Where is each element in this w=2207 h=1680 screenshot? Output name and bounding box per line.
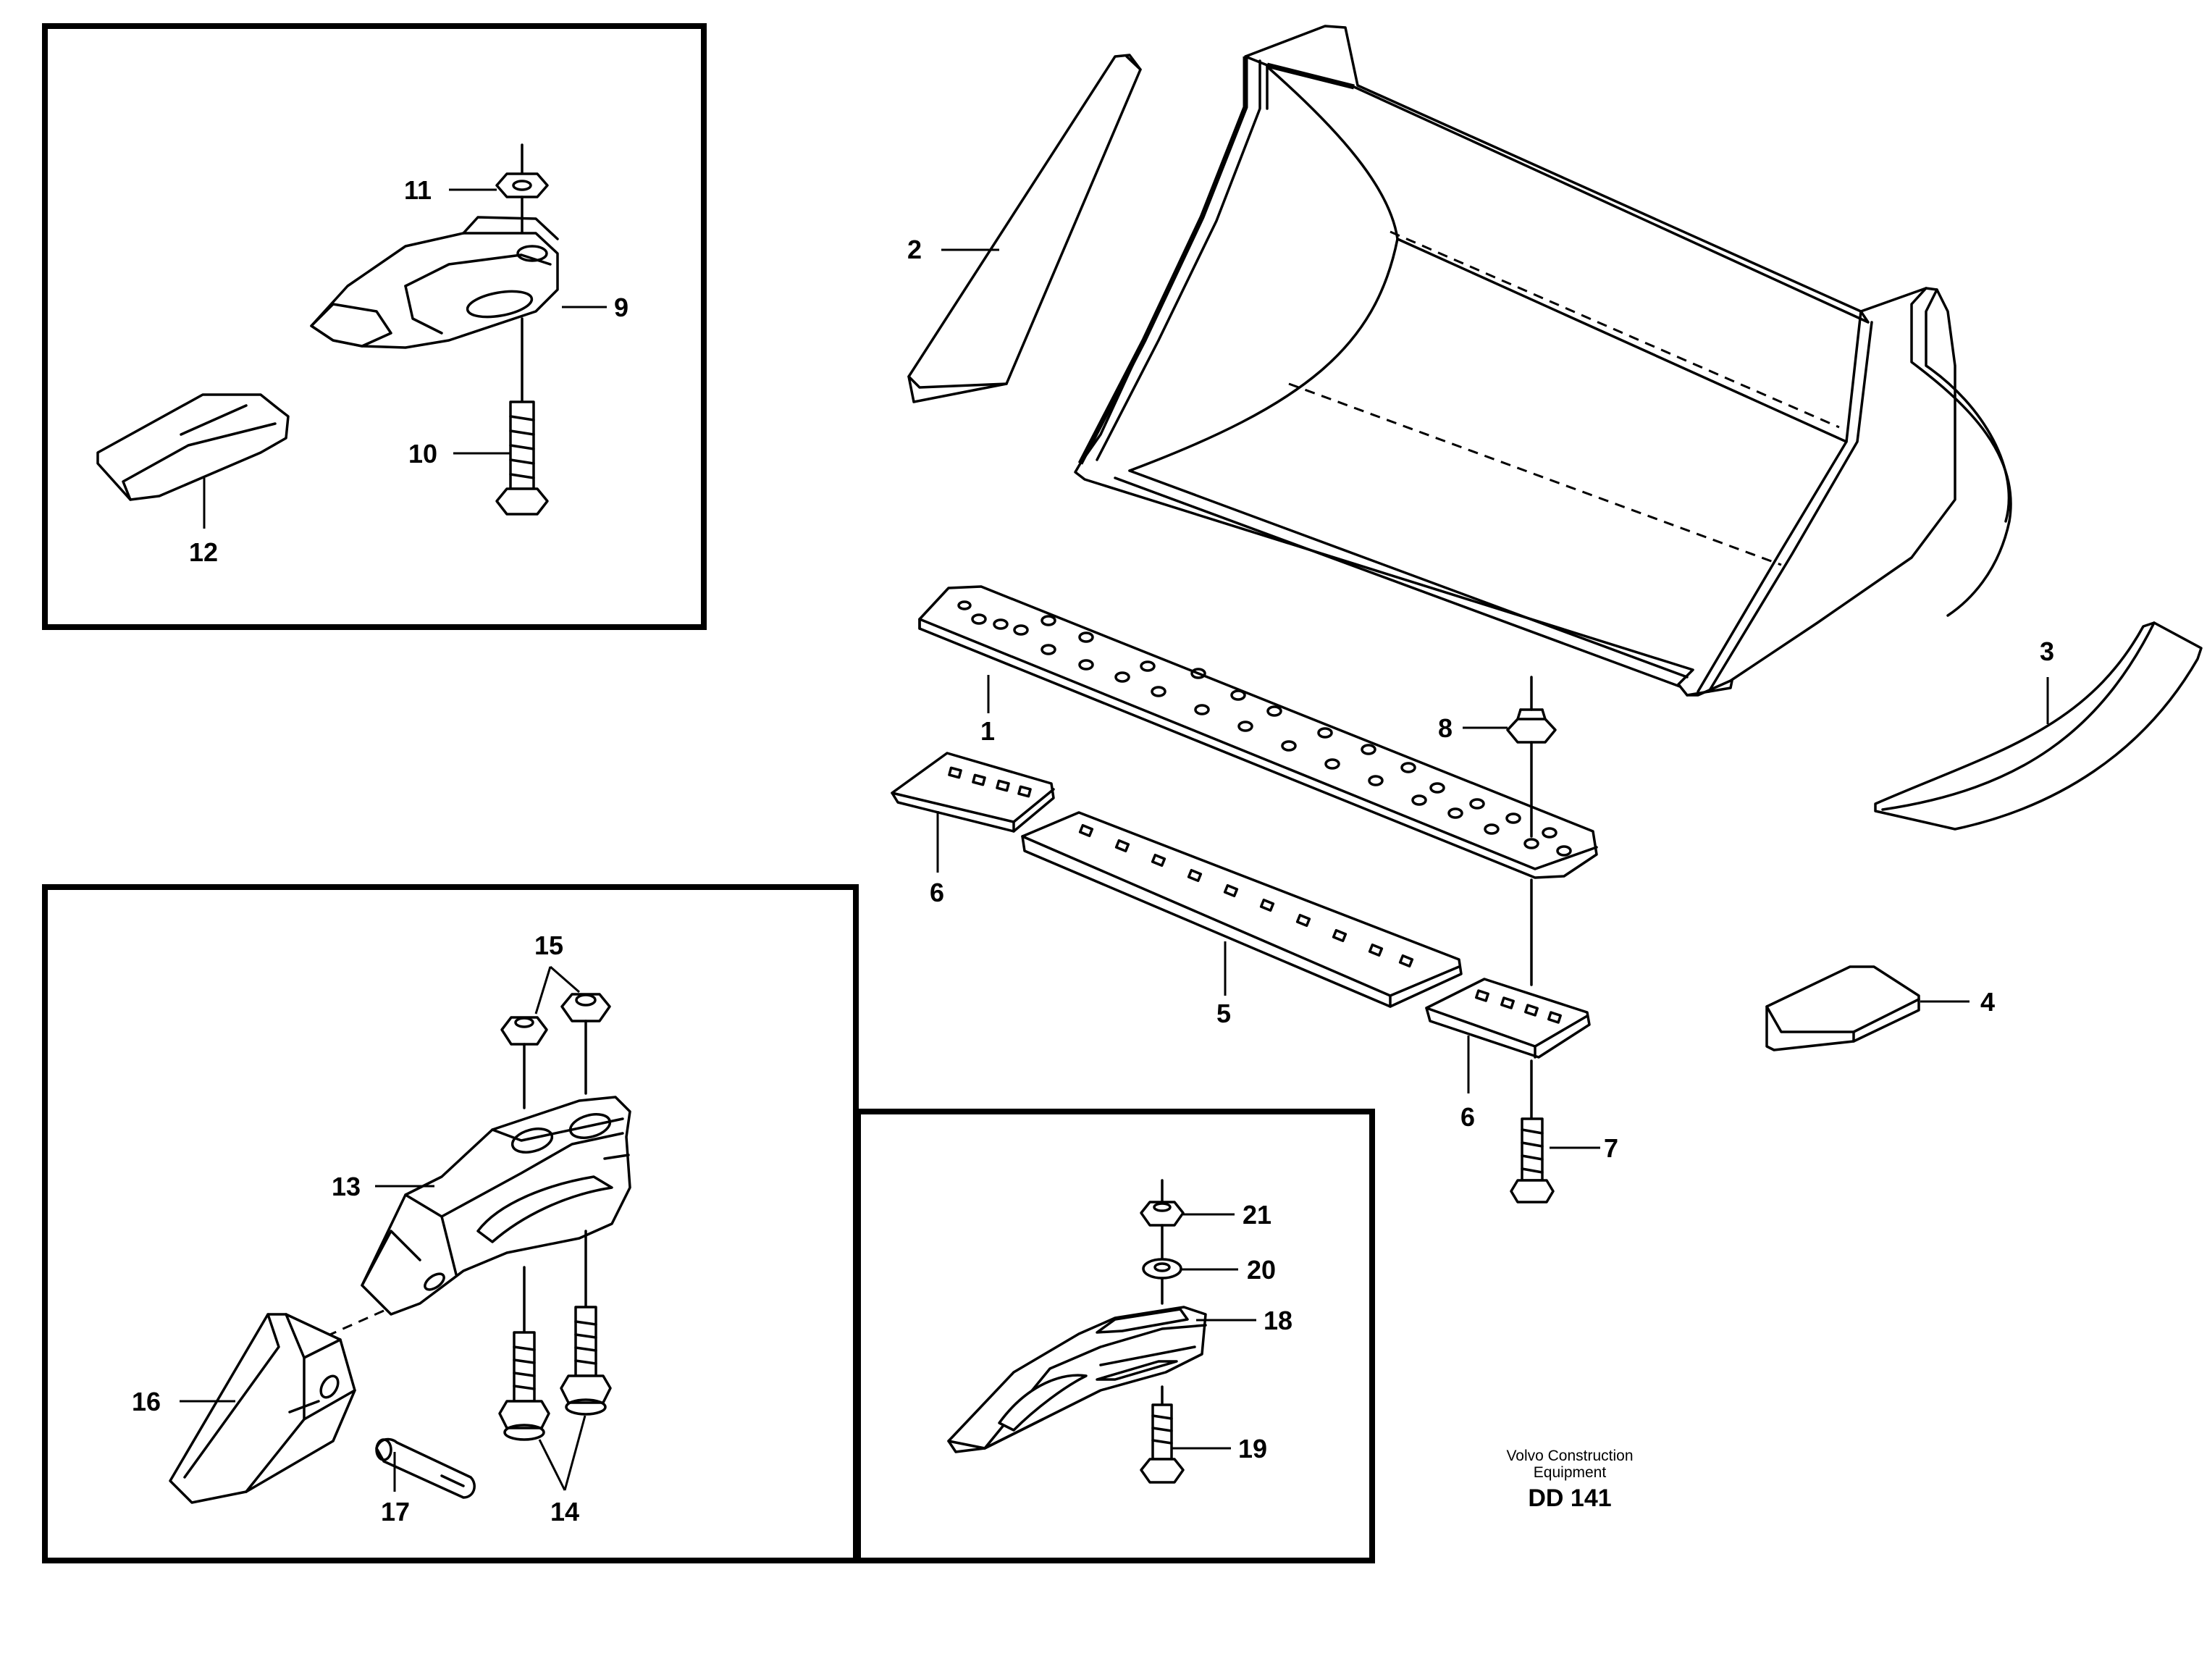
callout-12: 12 (189, 537, 218, 567)
adapter-part-13 (361, 1096, 631, 1316)
bolt-part-14 (498, 1020, 612, 1491)
bolt-part-19 (1140, 1385, 1231, 1484)
drawing-id: DD 141 (1528, 1484, 1611, 1512)
callout-16: 16 (132, 1387, 161, 1416)
adapter-part-9 (310, 216, 559, 349)
nut-part-11 (495, 143, 549, 248)
callout-4: 4 (1980, 987, 1995, 1017)
nut-part-21 (1140, 1179, 1235, 1227)
drawing-credit: Volvo Construction Equipment DD 141 (1506, 1448, 1633, 1512)
callout-9: 9 (614, 293, 629, 322)
segment-part-6-right: 6 (1425, 878, 1591, 1132)
callout-6-right: 6 (1460, 1102, 1475, 1132)
nut-part-15 (500, 965, 611, 1046)
callout-1: 1 (980, 716, 995, 746)
credit-line-1: Volvo Construction (1506, 1448, 1633, 1464)
callout-14: 14 (550, 1497, 579, 1526)
side-cutter-part-3: 3 (1874, 621, 2203, 831)
callout-10: 10 (408, 439, 437, 469)
bucket-assembly (1074, 25, 2012, 697)
callout-2: 2 (907, 235, 922, 264)
detail-box-bolt-on-tooth: 21 20 18 19 (855, 1109, 1375, 1563)
pin-part-17 (375, 1437, 476, 1499)
washer-part-20 (1142, 1224, 1238, 1305)
callout-7: 7 (1604, 1133, 1618, 1163)
wear-plate-part-4: 4 (1765, 965, 1995, 1051)
detail-box-tooth-adapter: 11 9 10 12 (42, 23, 707, 630)
credit-line-2: Equipment (1534, 1464, 1607, 1481)
callout-20: 20 (1247, 1255, 1276, 1285)
callout-15: 15 (534, 931, 563, 960)
side-cutter-part-2: 2 (907, 54, 1142, 403)
bolt-part-10 (495, 317, 549, 516)
detail-box-tooth-system: 15 13 16 17 14 (42, 884, 859, 1563)
callout-19: 19 (1238, 1434, 1267, 1463)
callout-6-left: 6 (930, 878, 944, 907)
callout-18: 18 (1264, 1306, 1292, 1335)
callout-21: 21 (1243, 1200, 1271, 1230)
callout-3: 3 (2040, 637, 2054, 666)
tooth-part-16 (169, 1313, 356, 1504)
cutting-edge-part-1: 1 (918, 585, 1598, 879)
callout-17: 17 (381, 1497, 410, 1526)
callout-11: 11 (404, 175, 432, 205)
callout-13: 13 (332, 1172, 361, 1201)
callout-8: 8 (1438, 713, 1453, 743)
tooth-part-18 (947, 1306, 1256, 1453)
segment-part-6-left: 6 (891, 752, 1055, 907)
bolt-part-7: 7 (1510, 1059, 1618, 1204)
nut-part-8: 8 (1438, 676, 1557, 838)
callout-5: 5 (1216, 999, 1231, 1028)
segment-part-5: 5 (1021, 811, 1463, 1028)
tooth-part-12 (96, 393, 290, 501)
